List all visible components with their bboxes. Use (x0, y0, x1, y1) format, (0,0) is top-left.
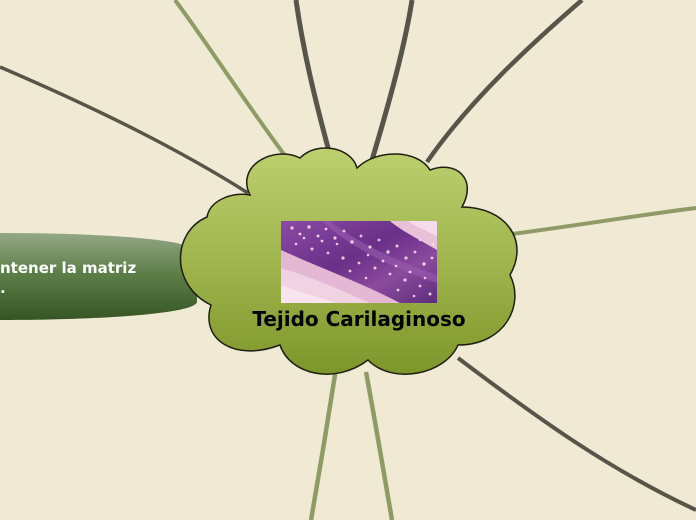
branch-node-line1: ntener la matriz (0, 259, 136, 277)
connector-line (0, 65, 249, 195)
branch-node-line2: . (0, 279, 6, 297)
connector-line (425, 0, 584, 164)
connector-line (308, 367, 339, 520)
connector-line (369, 0, 415, 161)
central-topic[interactable]: Tejido Carilaginoso (179, 147, 518, 375)
branch-node-shape (0, 233, 197, 320)
connector-line (456, 356, 696, 512)
branch-node[interactable]: ntener la matriz . (0, 233, 197, 320)
connector-line (173, 0, 288, 159)
connector-line (363, 371, 395, 520)
connector-line (511, 206, 696, 236)
connector-line (293, 0, 333, 156)
central-topic-title: Tejido Carilaginoso (252, 307, 465, 331)
micrograph-image (281, 221, 437, 303)
